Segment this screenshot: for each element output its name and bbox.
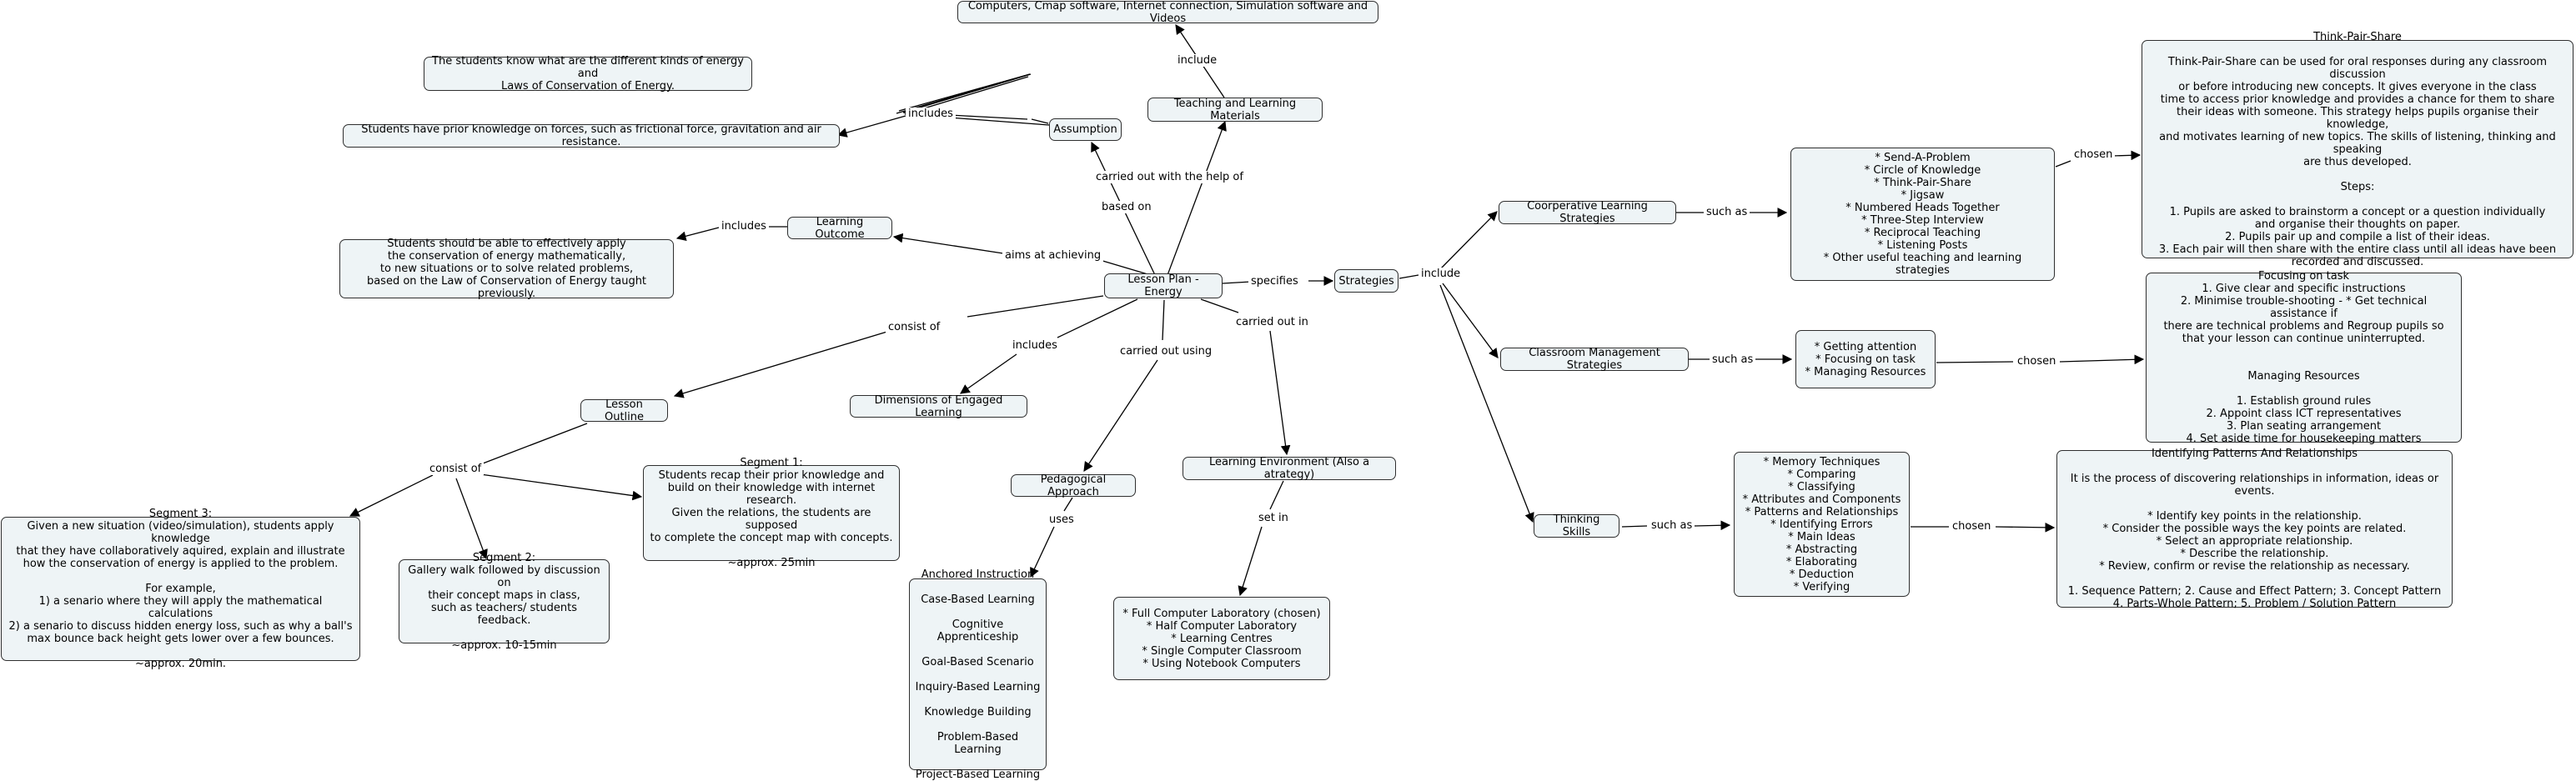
link-label-such-as-management: such as xyxy=(1710,353,1756,366)
node-segment-3[interactable]: Segment 3: Given a new situation (video/… xyxy=(1,508,360,670)
link-label-such-as-cooperative: such as xyxy=(1704,206,1750,218)
link-label-set-in: set in xyxy=(1256,512,1291,524)
node-computer-labs-list[interactable]: * Full Computer Laboratory (chosen) * Ha… xyxy=(1113,597,1330,680)
link-label-includes-dimensions: includes xyxy=(1010,339,1060,352)
link-label-carried-out-with-help: carried out with the help of xyxy=(1093,171,1246,183)
node-assumption-prior-forces[interactable]: Students have prior knowledge on forces,… xyxy=(343,123,840,148)
node-outcome-text[interactable]: Students should be able to effectively a… xyxy=(339,238,674,300)
node-teaching-learning-materials[interactable]: Teaching and Learning Materials xyxy=(1147,98,1323,123)
node-segment-1[interactable]: Segment 1: Students recap their prior kn… xyxy=(643,457,900,569)
node-classroom-management-strategies[interactable]: Classroom Management Strategies xyxy=(1500,347,1689,372)
link-label-consist-of-outline: consist of xyxy=(886,321,943,333)
link-label-based-on: based on xyxy=(1099,201,1154,213)
node-management-list[interactable]: * Getting attention * Focusing on task *… xyxy=(1795,330,1936,388)
node-learning-environment[interactable]: Learning Environment (Also a atrategy) xyxy=(1183,456,1396,481)
node-dimensions-engaged-learning[interactable]: Dimensions of Engaged Learning xyxy=(850,394,1027,419)
node-pedagogical-approach[interactable]: Pedagogical Approach xyxy=(1011,473,1136,498)
link-label-chosen-patterns: chosen xyxy=(1950,520,1994,533)
node-learning-outcome[interactable]: Learning Outcome xyxy=(787,216,892,241)
node-pedagogical-approaches-list[interactable]: Anchored Instruction Case-Based Learning… xyxy=(909,568,1047,781)
link-label-carried-out-using: carried out using xyxy=(1117,345,1215,358)
link-label-include-strategies: include xyxy=(1419,268,1464,280)
link-label-consist-of-segments: consist of xyxy=(427,463,485,475)
link-label-chosen-tps: chosen xyxy=(2071,148,2116,161)
node-lesson-outline[interactable]: Lesson Outline xyxy=(580,398,668,423)
node-thinking-skills[interactable]: Thinking Skills xyxy=(1534,513,1619,538)
node-cooperative-list[interactable]: * Send-A-Problem * Circle of Knowledge *… xyxy=(1790,148,2055,281)
node-think-pair-share[interactable]: Think-Pair-Share Think-Pair-Share can be… xyxy=(2142,31,2573,268)
node-strategies[interactable]: Strategies xyxy=(1334,269,1398,293)
link-label-uses: uses xyxy=(1047,513,1077,526)
node-cooperative-learning-strategies[interactable]: Coorperative Learning Strategies xyxy=(1499,200,1676,225)
link-label-include-resources: include xyxy=(1175,54,1220,67)
node-focusing-on-task[interactable]: Focusing on task 1. Give clear and speci… xyxy=(2146,270,2462,445)
link-label-includes-outcome: includes xyxy=(719,220,769,233)
node-thinking-list[interactable]: * Memory Techniques * Comparing * Classi… xyxy=(1734,452,1910,597)
node-resources[interactable]: Computers, Cmap software, Internet conne… xyxy=(957,0,1378,25)
node-patterns-relationships[interactable]: Identifying Patterns And Relationships I… xyxy=(2056,448,2453,610)
node-lesson-plan-energy[interactable]: Lesson Plan - Energy xyxy=(1104,273,1223,298)
link-label-includes-assumption: includes xyxy=(906,108,956,120)
link-label-chosen-focus: chosen xyxy=(2015,355,2059,368)
link-label-specifies: specifies xyxy=(1248,275,1301,288)
node-assumption-kinds-of-energy[interactable]: The students know what are the different… xyxy=(424,55,752,93)
node-segment-2[interactable]: Segment 2: Gallery walk followed by disc… xyxy=(399,552,610,652)
link-label-aims-at-achieving: aims at achieving xyxy=(1002,249,1104,262)
node-assumption[interactable]: Assumption xyxy=(1049,118,1122,141)
link-label-such-as-thinking: such as xyxy=(1649,519,1695,532)
link-label-carried-out-in: carried out in xyxy=(1233,316,1311,328)
